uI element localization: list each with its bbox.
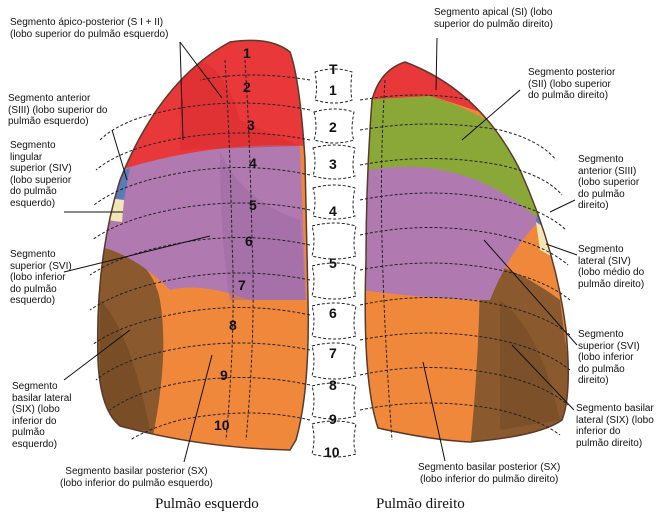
vertebra-label-5: 5 [329,255,337,271]
rib-label-6: 6 [245,233,253,249]
right-lung-caption: Pulmão direito [376,496,465,513]
rib-label-10: 10 [214,417,230,433]
rib-label-8: 8 [229,317,237,333]
left-lung-caption: Pulmão esquerdo [155,496,259,513]
left-lingular-label: Segmento lingular superior (SIV) (lobo s… [10,140,72,209]
vertebra-label-4: 4 [329,203,337,219]
vertebra-label-t: T [329,61,338,77]
left-superior-label: Segmento superior (SVI) (lobo inferior d… [10,249,72,307]
rib-label-7: 7 [238,277,246,293]
right-apical-label: Segmento apical (SI) (lobo superior do p… [434,7,553,30]
left-lung [90,40,320,460]
right-posterior-label: Segmento posterior (SII) (lobo superior … [528,67,615,102]
vertebra-label-7: 7 [329,345,337,361]
left-basilar-posterior-label: Segmento basilar posterior (SX) (lobo in… [60,466,213,489]
right-basilar-lateral-label: Segmento basilar lateral (SIX) (lobo inf… [576,403,654,449]
rib-label-1: 1 [243,45,251,61]
rib-label-3: 3 [247,117,255,133]
left-apicoposterior-label: Segmento ápico-posterior (S I + II) (lob… [10,17,168,40]
right-anterior-label: Segmento anterior (SIII) (lobo superior … [578,154,639,212]
vertebra-label-6: 6 [329,305,337,321]
vertebra-label-1: 1 [329,82,337,98]
vertebra-label-8: 8 [329,377,337,393]
vertebra-label-10: 10 [324,444,340,460]
left-basilar-lateral-label: Segmento basilar lateral (SIX) (lobo inf… [12,381,71,450]
rib-label-9: 9 [220,367,228,383]
rib-label-4: 4 [249,155,257,171]
right-basilar-posterior-label: Segmento basilar posterior (SX) (lobo in… [418,462,560,485]
rib-label-2: 2 [243,79,251,95]
right-lung [360,60,580,460]
rib-label-5: 5 [249,197,257,213]
left-anterior-label: Segmento anterior (SIII) (lobo superior … [8,93,108,128]
right-superior-label: Segmento superior (SVI) (lobo inferior d… [578,329,640,387]
vertebra-label-9: 9 [329,411,337,427]
right-lateral-label: Segmento lateral (SIV) (lobo médio do pu… [578,244,644,290]
vertebra-label-2: 2 [329,119,337,135]
vertebra-label-3: 3 [329,156,337,172]
left-lingular-cream [106,198,124,222]
